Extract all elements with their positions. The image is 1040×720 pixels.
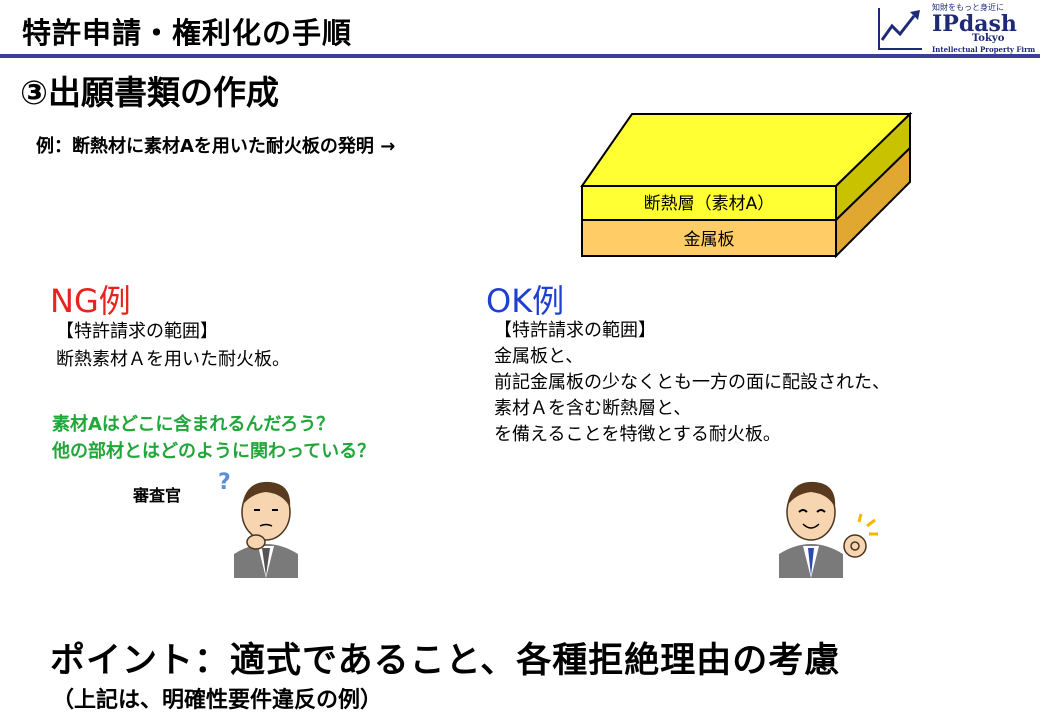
examiner-label: 審査官 <box>133 482 181 506</box>
approving-examiner-illustration <box>775 472 881 578</box>
ipdash-logo: 知財をもっと身近に IPdash Tokyo Intellectual Prop… <box>874 2 1034 54</box>
ok-example-title: OK例 <box>486 276 564 322</box>
examiner-question-2: 他の部材とはどのように関わっている？ <box>52 438 375 465</box>
fireproof-board-diagram: 断熱層（素材A） 金属板 <box>580 112 915 260</box>
ok-claim-block: 【特許請求の範囲】 金属板と、 前記金属板の少なくとも一方の面に配設された、 素… <box>494 318 890 448</box>
chart-arrow-icon <box>874 4 926 54</box>
ok-claim-line: 金属板と、 <box>494 344 890 370</box>
confused-examiner-illustration <box>226 476 306 578</box>
ng-claim-text: 断熱素材Ａを用いた耐火板。 <box>56 346 290 374</box>
examiner-question-1: 素材Aはどこに含まれるんだろう？ <box>52 411 375 438</box>
point-subtext: （上記は、明確性要件違反の例） <box>52 682 382 714</box>
examiner-questions: 素材Aはどこに含まれるんだろう？ 他の部材とはどのように関わっている？ <box>52 411 375 465</box>
ok-claim-line: 前記金属板の少なくとも一方の面に配設された、 <box>494 370 890 396</box>
ok-claim-line: 素材Ａを含む断熱層と、 <box>494 396 890 422</box>
ok-claim-line: を備えることを特徴とする耐火板。 <box>494 422 890 448</box>
header-divider <box>0 54 1040 58</box>
logo-firm: Intellectual Property Firm <box>932 45 1035 54</box>
point-summary: ポイント：適式であること、各種拒絶理由の考慮 <box>50 632 840 683</box>
example-text: 例：断熱材に素材Aを用いた耐火板の発明 → <box>36 132 395 158</box>
page-header-title: 特許申請・権利化の手順 <box>22 10 352 52</box>
ng-example-title: NG例 <box>50 276 131 322</box>
ng-claim-header: 【特許請求の範囲】 <box>56 318 290 346</box>
insulation-layer-label: 断熱層（素材A） <box>644 194 775 214</box>
ok-claim-header: 【特許請求の範囲】 <box>494 318 890 344</box>
logo-city: Tokyo <box>972 33 1004 44</box>
ng-claim-block: 【特許請求の範囲】 断熱素材Ａを用いた耐火板。 <box>56 318 290 374</box>
section-title: ③出願書類の作成 <box>20 66 279 114</box>
metal-plate-label: 金属板 <box>684 230 735 250</box>
